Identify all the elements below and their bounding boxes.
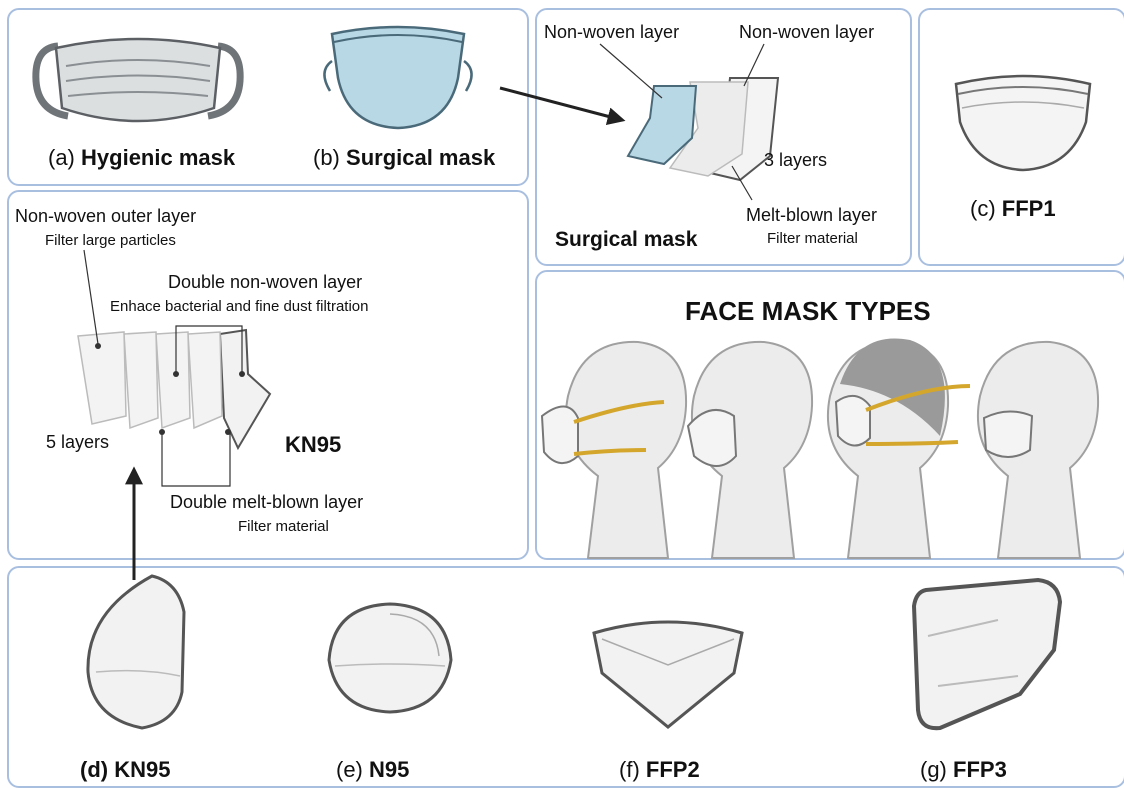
caption-a-name: Hygienic mask: [81, 145, 235, 170]
surgical-melt-sub: Filter material: [767, 230, 858, 247]
ffp3-mask-icon: [908, 576, 1068, 736]
ffp2-mask-icon: [588, 605, 748, 730]
ffp1-mask-icon: [948, 64, 1098, 174]
caption-e-name: N95: [369, 757, 409, 782]
kn95-mask-icon: [82, 572, 192, 732]
caption-b: (b) Surgical mask: [313, 145, 495, 171]
caption-e: (e) N95: [336, 757, 409, 783]
caption-c-prefix: (c): [970, 196, 996, 221]
head-3-ffp2: [828, 338, 970, 558]
caption-c: (c) FFP1: [970, 196, 1056, 222]
caption-g: (g) FFP3: [920, 757, 1007, 783]
kn95-layer-count: 5 layers: [46, 432, 109, 453]
caption-b-prefix: (b): [313, 145, 340, 170]
kn95-outer-sub: Filter large particles: [45, 232, 176, 249]
caption-d: (d) KN95: [80, 757, 170, 783]
surgical-mask-icon: [318, 16, 478, 131]
heads-illustration: [538, 326, 1124, 558]
caption-e-prefix: (e): [336, 757, 363, 782]
caption-f-prefix: (f): [619, 757, 640, 782]
head-2-n95: [688, 342, 812, 558]
kn95-detail-name: KN95: [285, 432, 341, 457]
surgical-left-layer-label: Non-woven layer: [544, 22, 679, 43]
n95-mask-icon: [325, 600, 455, 715]
head-4-surgical: [978, 342, 1098, 558]
caption-b-name: Surgical mask: [346, 145, 495, 170]
caption-d-prefix: (d): [80, 757, 108, 782]
surgical-detail-title-text: Surgical mask: [555, 228, 697, 251]
kn95-double-nw-title: Double non-woven layer: [168, 272, 362, 293]
caption-g-prefix: (g): [920, 757, 947, 782]
kn95-double-mb-title: Double melt-blown layer: [170, 492, 363, 513]
head-1-kn95: [542, 342, 686, 558]
caption-c-name: FFP1: [1002, 196, 1056, 221]
surgical-layer-count: 3 layers: [764, 150, 827, 171]
face-mask-types-title: FACE MASK TYPES: [685, 296, 931, 327]
caption-d-name: KN95: [114, 757, 170, 782]
surgical-right-layer-label: Non-woven layer: [739, 22, 874, 43]
caption-g-name: FFP3: [953, 757, 1007, 782]
kn95-detail-name-wrap: KN95: [285, 432, 341, 458]
surgical-melt-title: Melt-blown layer: [746, 205, 877, 226]
caption-f-name: FFP2: [646, 757, 700, 782]
hygienic-mask-icon: [28, 26, 248, 136]
caption-a: (a) Hygienic mask: [48, 145, 235, 171]
kn95-double-mb-sub: Filter material: [238, 518, 329, 535]
caption-a-prefix: (a): [48, 145, 75, 170]
surgical-detail-title: Surgical mask: [555, 228, 697, 252]
kn95-double-nw-sub: Enhace bacterial and fine dust filtratio…: [110, 298, 369, 315]
kn95-outer-title: Non-woven outer layer: [15, 206, 196, 227]
caption-f: (f) FFP2: [619, 757, 700, 783]
